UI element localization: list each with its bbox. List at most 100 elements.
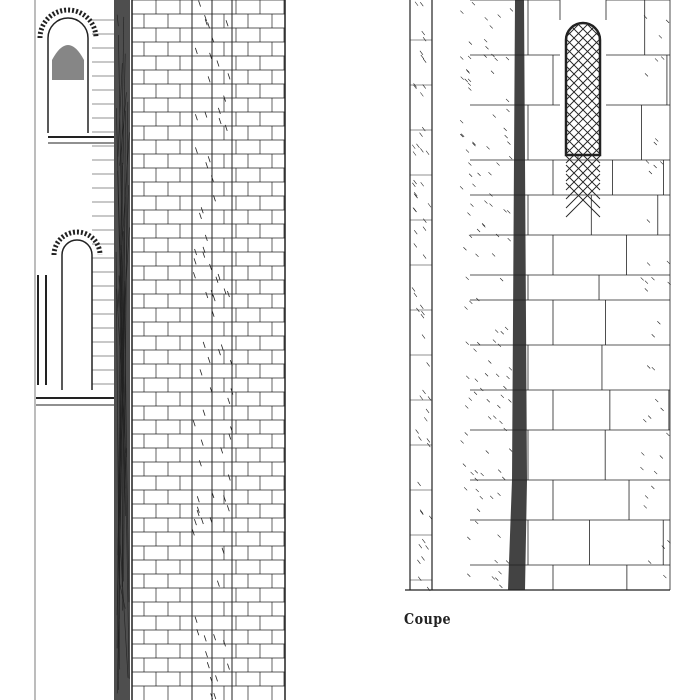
rubble-stroke bbox=[655, 398, 659, 403]
hatch-stroke bbox=[198, 0, 201, 7]
rubble-stroke bbox=[496, 162, 500, 166]
rubble-stroke bbox=[474, 378, 479, 382]
rubble-stroke bbox=[479, 387, 484, 392]
rubble-stroke bbox=[470, 471, 474, 476]
rubble-stroke bbox=[505, 56, 510, 61]
rubble-stroke bbox=[503, 127, 507, 132]
hatch-stroke bbox=[123, 101, 129, 582]
hatch-stroke bbox=[429, 515, 433, 521]
rubble-stroke bbox=[666, 260, 671, 265]
rubble-stroke bbox=[467, 573, 471, 577]
rubble-stroke bbox=[481, 222, 486, 227]
hatch-stroke bbox=[216, 60, 220, 67]
hatch-stroke bbox=[414, 1, 419, 6]
hatch-stroke bbox=[416, 307, 420, 313]
lattice-bar bbox=[565, 146, 601, 182]
rubble-stroke bbox=[508, 155, 513, 160]
rubble-stroke bbox=[654, 58, 659, 62]
rubble-stroke bbox=[497, 343, 502, 348]
rubble-stroke bbox=[464, 306, 468, 310]
hatch-stroke bbox=[420, 314, 425, 319]
rubble-stroke bbox=[643, 418, 647, 423]
rubble-stroke bbox=[482, 224, 486, 228]
hatch-stroke bbox=[413, 193, 418, 198]
rubble-stroke bbox=[466, 70, 470, 74]
hatch-stroke bbox=[419, 509, 424, 514]
hatch-stroke bbox=[209, 263, 212, 271]
lattice-bar bbox=[565, 119, 601, 155]
hatch-stroke bbox=[204, 14, 207, 22]
hatch-stroke bbox=[212, 294, 216, 302]
hatch-stroke bbox=[225, 20, 229, 27]
hatch-stroke bbox=[204, 19, 208, 26]
rubble-stroke bbox=[464, 78, 468, 83]
hatch-stroke bbox=[203, 635, 207, 642]
hatch-stroke bbox=[420, 304, 424, 309]
rubble-stroke bbox=[488, 360, 492, 364]
rubble-stroke bbox=[499, 584, 503, 589]
hatch-stroke bbox=[224, 124, 228, 131]
hatch-stroke bbox=[420, 182, 424, 187]
hatch-stroke bbox=[198, 460, 202, 467]
rubble-stroke bbox=[468, 162, 472, 166]
rubble-stroke bbox=[471, 1, 476, 6]
rubble-stroke bbox=[507, 141, 511, 145]
rubble-stroke bbox=[468, 397, 472, 401]
hatch-stroke bbox=[227, 663, 230, 670]
hatch-stroke bbox=[116, 14, 119, 27]
hatch-stroke bbox=[420, 510, 424, 515]
rubble-stroke bbox=[465, 276, 469, 281]
hatch-stroke bbox=[193, 272, 196, 279]
lattice-bar bbox=[565, 164, 601, 200]
rubble-stroke bbox=[497, 534, 501, 538]
hatch-stroke bbox=[200, 207, 204, 214]
hatch-stroke bbox=[213, 692, 217, 700]
hatch-stroke bbox=[227, 397, 231, 405]
hatch-stroke bbox=[200, 439, 204, 446]
rubble-stroke bbox=[459, 133, 464, 138]
rubble-stroke bbox=[661, 545, 666, 549]
rubble-stroke bbox=[489, 193, 493, 197]
hatch-stroke bbox=[205, 162, 209, 169]
hatch-stroke bbox=[420, 2, 424, 7]
lattice-bar bbox=[565, 173, 601, 209]
hatch-stroke bbox=[413, 207, 417, 213]
hatch-stroke bbox=[416, 143, 420, 148]
hatch-stroke bbox=[413, 84, 417, 90]
rubble-stroke bbox=[495, 577, 499, 581]
hatch-stroke bbox=[207, 156, 211, 163]
hatch-stroke bbox=[200, 517, 204, 525]
hatch-stroke bbox=[230, 426, 233, 433]
rubble-stroke bbox=[646, 365, 651, 369]
lattice-bar bbox=[565, 110, 601, 146]
hatch-stroke bbox=[122, 53, 126, 165]
rubble-stroke bbox=[497, 492, 501, 497]
rubble-stroke bbox=[508, 399, 512, 403]
rubble-stroke bbox=[460, 76, 464, 80]
side-wall-with-arched-windows bbox=[34, 0, 114, 700]
section-cut-shadow bbox=[508, 0, 527, 590]
rubble-stroke bbox=[468, 41, 473, 45]
hatch-stroke bbox=[213, 634, 216, 641]
hatch-stroke bbox=[207, 22, 210, 29]
rubble-stroke bbox=[651, 334, 655, 338]
hatch-stroke bbox=[228, 433, 232, 440]
hatch-stroke bbox=[195, 147, 198, 154]
hatch-stroke bbox=[422, 389, 426, 395]
lattice-bar bbox=[565, 47, 601, 83]
hatch-stroke bbox=[417, 481, 421, 487]
hatch-stroke bbox=[217, 107, 221, 115]
rubble-stroke bbox=[484, 200, 488, 204]
hatch-stroke bbox=[421, 30, 425, 36]
hatch-stroke bbox=[412, 144, 416, 149]
rubble-stroke bbox=[660, 407, 664, 412]
hatch-stroke bbox=[209, 517, 213, 524]
hatch-stroke bbox=[413, 243, 418, 248]
hatch-stroke bbox=[199, 369, 203, 376]
lattice-bar bbox=[565, 38, 601, 74]
rubble-stroke bbox=[503, 385, 507, 390]
arched-window bbox=[61, 239, 93, 390]
hatch-stroke bbox=[413, 292, 418, 298]
section-caption: Coupe bbox=[404, 610, 452, 628]
hatch-stroke bbox=[209, 676, 213, 684]
